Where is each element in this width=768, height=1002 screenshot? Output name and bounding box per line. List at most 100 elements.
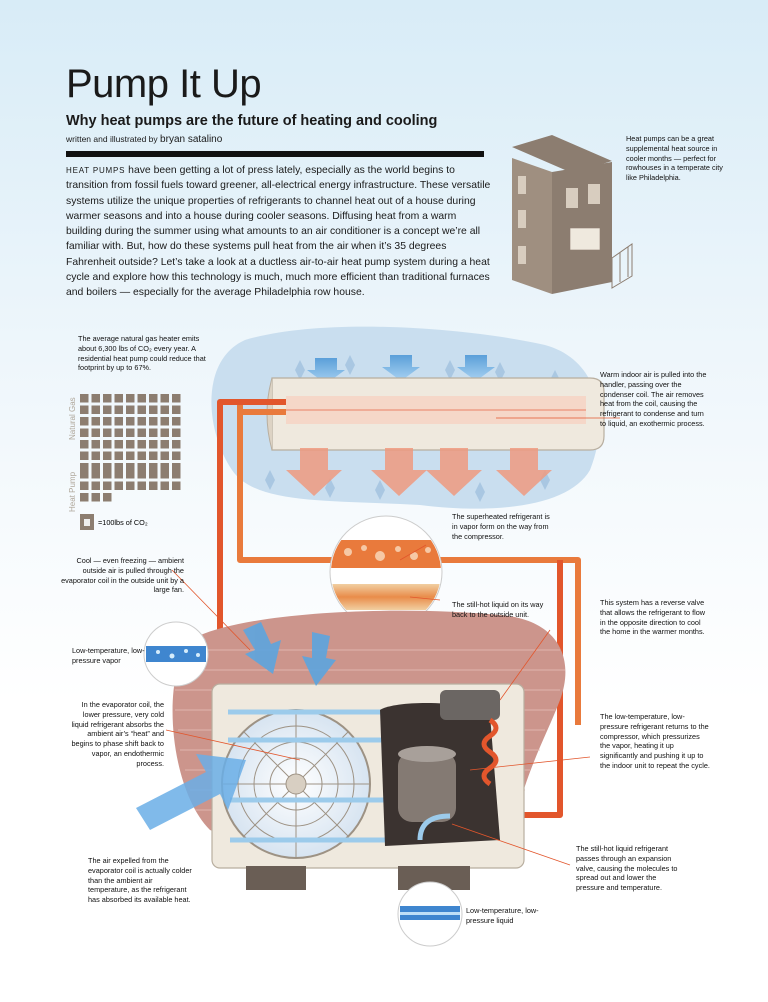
gas-emission-square: [103, 428, 112, 437]
natural-gas-axis-label: Natural Gas: [68, 397, 77, 440]
low-vapor-callout: Low-temperature, low-pressure vapor: [72, 646, 145, 665]
title-rule: [66, 151, 484, 157]
byline: written and illustrated by bryan satalin…: [66, 134, 222, 145]
indoor-air-callout: Warm indoor air is pulled into the handl…: [600, 370, 707, 428]
gas-emission-square: [172, 463, 181, 472]
gas-emission-square: [103, 405, 112, 414]
gas-emission-square: [126, 405, 135, 414]
gas-emission-square: [137, 440, 146, 449]
gas-emission-square: [160, 463, 169, 472]
heat-pump-emission-square: [103, 470, 112, 479]
heat-pump-emission-square: [126, 481, 135, 490]
gas-emission-square: [126, 440, 135, 449]
gas-emission-square: [114, 405, 123, 414]
indoor-unit: [266, 377, 605, 451]
gas-emission-square: [80, 394, 89, 403]
gas-emission-square: [149, 440, 158, 449]
gas-emission-square: [149, 394, 158, 403]
gas-emission-square: [91, 451, 100, 460]
heat-pump-emission-square: [137, 481, 146, 490]
gas-emission-square: [103, 451, 112, 460]
gas-emission-square: [126, 463, 135, 472]
gas-emission-square: [160, 405, 169, 414]
leader-lines: [165, 417, 620, 866]
heat-pump-emission-square: [126, 470, 135, 479]
legend-house-icon: [80, 514, 94, 530]
gas-emission-square: [137, 428, 146, 437]
gas-emission-square: [103, 463, 112, 472]
gas-emission-square: [137, 394, 146, 403]
gas-emission-square: [80, 451, 89, 460]
indoor-intake-arrows: [307, 355, 495, 384]
cold-intake-arrows: [243, 622, 336, 686]
gas-emission-square: [80, 417, 89, 426]
gas-emission-square: [103, 417, 112, 426]
gas-emission-square: [172, 394, 181, 403]
gas-emission-square: [149, 405, 158, 414]
gas-emission-square: [172, 405, 181, 414]
heat-pump-emission-square: [80, 493, 89, 502]
intro-paragraph: Heat pumps have been getting a lot of pr…: [66, 163, 494, 301]
gas-emission-square: [80, 428, 89, 437]
heat-pump-emission-square: [103, 481, 112, 490]
gas-emission-square: [137, 463, 146, 472]
gas-emission-square: [160, 428, 169, 437]
gas-emission-square: [91, 405, 100, 414]
gas-emission-square: [91, 394, 100, 403]
low-vapor-magnifier: [143, 621, 209, 687]
gas-emission-square: [80, 440, 89, 449]
low-liquid-callout: Low-temperature, low-pressure liquid: [466, 906, 539, 925]
heat-pump-emission-square: [91, 493, 100, 502]
gas-emission-square: [160, 417, 169, 426]
gas-emission-square: [172, 417, 181, 426]
gas-emission-square: [114, 451, 123, 460]
heat-pump-emission-square: [149, 481, 158, 490]
expansion-callout: The still-hot liquid refrigerant passes …: [576, 844, 678, 893]
emissions-legend: =100lbs of CO₂: [98, 518, 148, 527]
gas-emission-square: [149, 417, 158, 426]
gas-emission-square: [80, 405, 89, 414]
heat-pump-emission-square: [160, 470, 169, 479]
gas-emission-square: [149, 451, 158, 460]
gas-emission-square: [91, 428, 100, 437]
cool-air-callout: Cool — even freezing — ambient outside a…: [61, 556, 184, 595]
gas-emission-square: [149, 463, 158, 472]
gas-emission-square: [80, 463, 89, 472]
byline-author: bryan satalino: [160, 134, 223, 145]
rowhouse-callout: Heat pumps can be a great supplemental h…: [626, 134, 723, 183]
warm-air-output-arrows: [286, 448, 552, 496]
gas-emission-square: [103, 440, 112, 449]
heat-pump-emission-square: [114, 481, 123, 490]
gas-emission-square: [149, 428, 158, 437]
gas-emission-square: [172, 428, 181, 437]
intro-lead: Heat pumps: [66, 166, 126, 175]
gas-emission-square: [160, 394, 169, 403]
gas-emission-square: [91, 463, 100, 472]
intro-body: have been getting a lot of press lately,…: [66, 165, 491, 299]
gas-emission-square: [160, 451, 169, 460]
heat-pump-emission-square: [91, 481, 100, 490]
outdoor-unit: [211, 683, 525, 890]
page-subtitle: Why heat pumps are the future of heating…: [66, 113, 438, 129]
expelled-callout: The air expelled from the evaporator coi…: [88, 856, 192, 905]
heat-pump-emission-square: [114, 470, 123, 479]
gas-emission-square: [114, 428, 123, 437]
superheated-callout: The superheated refrigerant is in vapor …: [452, 512, 550, 541]
heat-pump-emission-square: [80, 481, 89, 490]
gas-emission-square: [114, 417, 123, 426]
gas-emission-square: [172, 451, 181, 460]
gas-emission-square: [126, 417, 135, 426]
gas-emission-square: [137, 451, 146, 460]
byline-prefix: written and illustrated by: [66, 134, 158, 144]
heat-pump-emission-square: [160, 481, 169, 490]
gas-emission-square: [126, 394, 135, 403]
reverse-valve-callout: This system has a reverse valve that all…: [600, 598, 706, 637]
gas-emission-square: [160, 440, 169, 449]
gas-emission-square: [114, 394, 123, 403]
gas-emission-square: [103, 394, 112, 403]
heat-pump-emission-square: [149, 470, 158, 479]
heat-pump-emission-square: [172, 481, 181, 490]
heat-pump-emission-square: [172, 470, 181, 479]
gas-emission-square: [126, 451, 135, 460]
